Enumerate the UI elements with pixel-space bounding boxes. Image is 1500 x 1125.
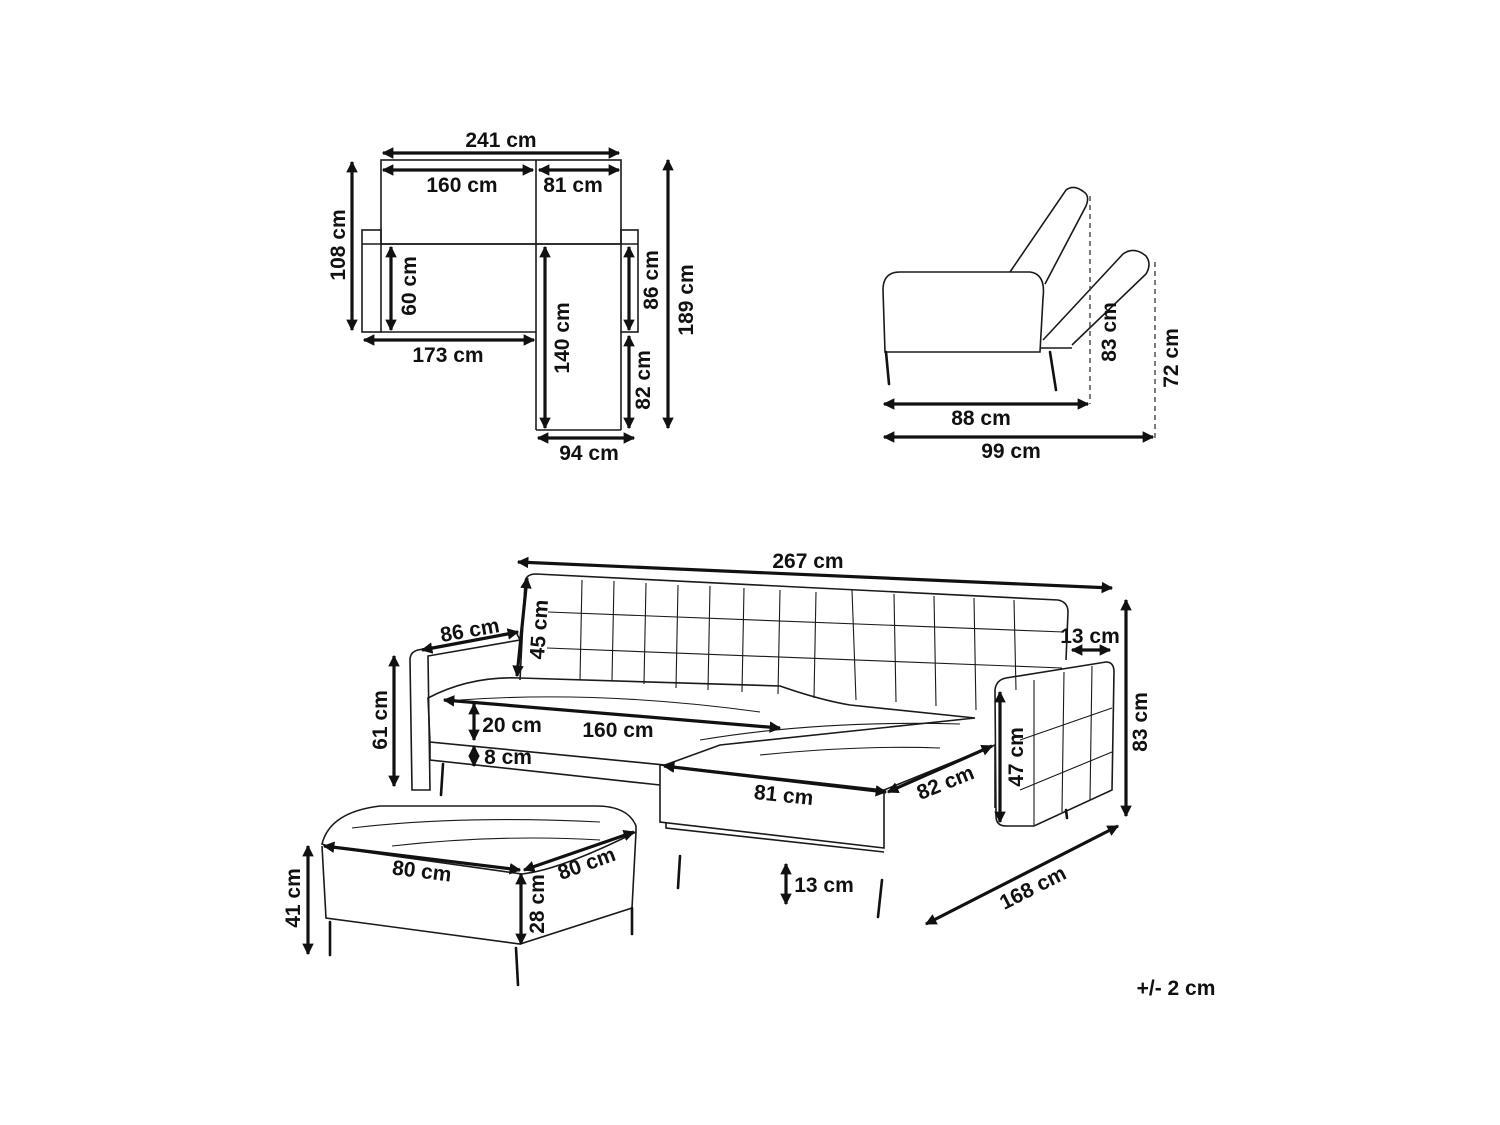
top-total-width-label: 241 cm [465, 129, 536, 152]
side-back-height-label: 72 cm [1160, 328, 1183, 388]
persp-total-width-label: 267 cm [772, 550, 843, 573]
top-chaise-arm-width-label: 94 cm [559, 442, 619, 465]
top-view-plan [361, 159, 639, 431]
persp-total-height-label: 83 cm [1129, 692, 1152, 752]
persp-seat-height-label: 61 cm [369, 690, 392, 750]
top-base-width-label: 173 cm [412, 344, 483, 367]
side-view-dimensions: 88 cm 99 cm 83 cm 72 cm [882, 302, 1183, 463]
persp-arm-depth-label: 86 cm [439, 614, 502, 647]
side-seat-depth-label: 88 cm [951, 407, 1011, 430]
top-chaise-width-label: 81 cm [543, 174, 603, 197]
top-view-dimensions: 241 cm 160 cm 81 cm 108 cm 60 cm 173 cm … [327, 129, 698, 465]
top-total-depth-label: 189 cm [675, 264, 698, 335]
ottoman [321, 805, 637, 987]
top-sofa-width-label: 160 cm [426, 174, 497, 197]
persp-chaise-width-label: 81 cm [753, 781, 815, 810]
side-total-depth-label: 99 cm [981, 440, 1041, 463]
side-reclined-height-label: 83 cm [1098, 302, 1121, 362]
persp-seat-width-label: 160 cm [582, 719, 653, 742]
ottoman-height-label: 41 cm [282, 868, 305, 928]
top-depth-label: 108 cm [327, 209, 350, 280]
persp-base-height-label: 8 cm [484, 746, 532, 769]
ottoman-dimensions: 80 cm 80 cm 41 cm 28 cm [282, 829, 636, 956]
top-seat-depth-label: 60 cm [398, 256, 421, 316]
persp-back-cushion-height-label: 45 cm [526, 599, 553, 660]
top-chaise-length-label: 140 cm [551, 302, 574, 373]
tolerance-note: +/- 2 cm [1137, 977, 1216, 1000]
persp-armrest-width-label: 13 cm [1060, 625, 1120, 648]
persp-cushion-thickness-label: 20 cm [482, 714, 542, 737]
persp-arm-height-label: 47 cm [1005, 727, 1028, 787]
top-chaise-extension-label: 82 cm [632, 350, 655, 410]
perspective-dimensions: 267 cm 86 cm 45 cm 13 cm 83 cm 61 cm 20 … [369, 550, 1152, 926]
side-view-profile [882, 186, 1156, 438]
persp-leg-height-label: 13 cm [794, 874, 854, 897]
top-arm-length-label: 86 cm [640, 250, 663, 310]
ottoman-base-height-label: 28 cm [526, 874, 549, 934]
